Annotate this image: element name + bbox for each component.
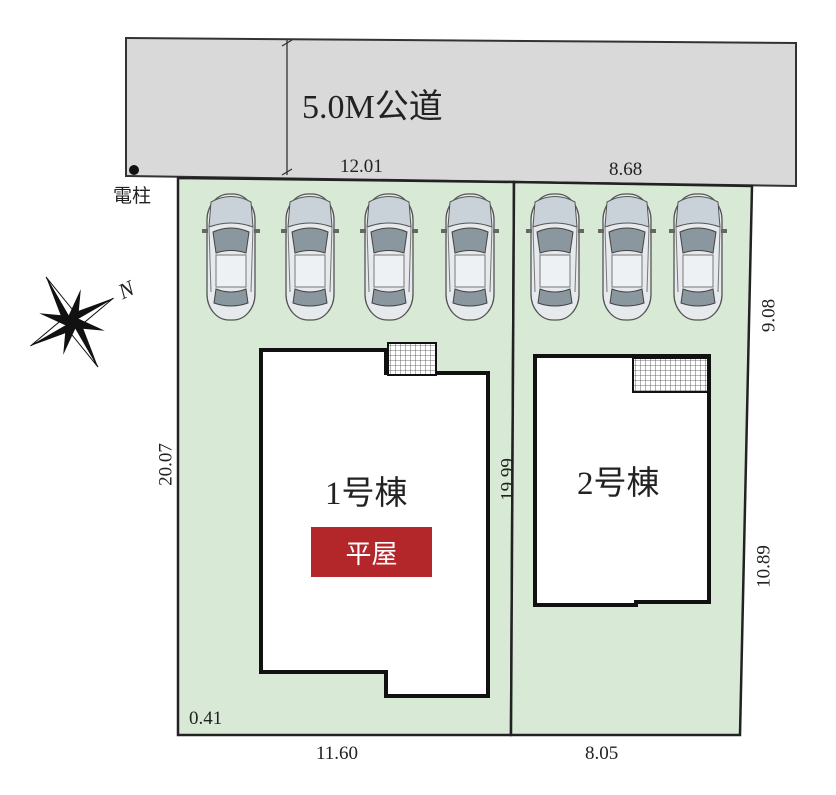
public-road [125, 36, 797, 188]
building-2 [533, 354, 711, 607]
compass-icon [30, 276, 114, 368]
lot2-rear: 8.05 [585, 743, 619, 764]
utility-pole-label: 電柱 [113, 186, 152, 207]
utility-pole-marker [129, 165, 139, 175]
lot1-rear: 11.60 [316, 743, 359, 764]
lot-shared-side: 19.99 [497, 458, 519, 501]
building-2-balcony [632, 357, 709, 393]
building-2-label: 2号棟 [577, 466, 660, 502]
building-1-balcony [387, 342, 437, 376]
lot1-frontage: 12.01 [340, 156, 383, 177]
lot2-right-upper: 9.08 [758, 298, 780, 333]
single-story-badge: 平屋 [311, 527, 432, 577]
building-1-label: 1号棟 [325, 476, 408, 512]
lot2-right-lower: 10.89 [753, 545, 775, 588]
lot1-left-side: 20.07 [155, 443, 177, 486]
road-label: 5.0M公道 [302, 89, 443, 126]
lot2-frontage: 8.68 [609, 159, 643, 180]
corner-note: 0.41 [189, 708, 223, 729]
building-1 [259, 348, 490, 698]
